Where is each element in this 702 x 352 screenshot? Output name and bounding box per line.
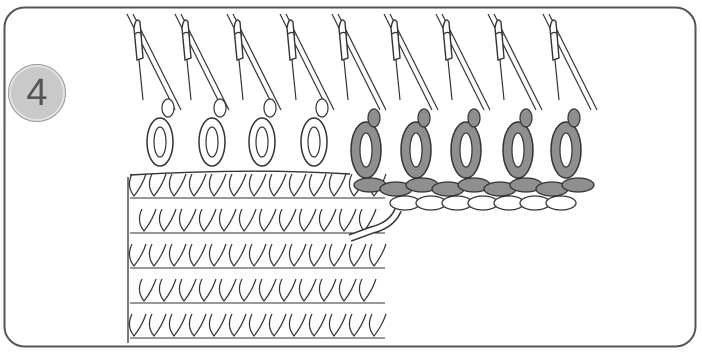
knitting-needle-icon <box>227 14 281 110</box>
knitting-needle-icon <box>488 14 542 110</box>
knitting-needle-icon <box>436 14 490 110</box>
white-loop-stitches <box>147 99 328 166</box>
knitting-needle-icon <box>175 14 229 110</box>
white-loop-icon <box>147 99 174 166</box>
gray-chain-link <box>562 178 594 192</box>
white-loop-icon <box>249 99 276 166</box>
knitting-needle-icon <box>127 14 181 110</box>
white-chain-link <box>546 196 576 210</box>
knitting-needle-icon <box>543 14 597 110</box>
knitting-needle-icon <box>280 14 334 110</box>
gray-loop-icon <box>351 109 381 178</box>
gray-loop-icon <box>503 109 533 178</box>
gray-loop-icon <box>401 109 431 178</box>
knitting-needle-icon <box>384 14 438 110</box>
gray-loop-stitches <box>351 109 581 178</box>
gray-loop-icon <box>451 109 481 178</box>
gray-loop-icon <box>551 109 581 178</box>
knitting-needle-icon <box>332 14 386 110</box>
needle-row <box>127 14 597 110</box>
white-loop-icon <box>301 99 328 166</box>
white-loop-icon <box>199 99 226 166</box>
